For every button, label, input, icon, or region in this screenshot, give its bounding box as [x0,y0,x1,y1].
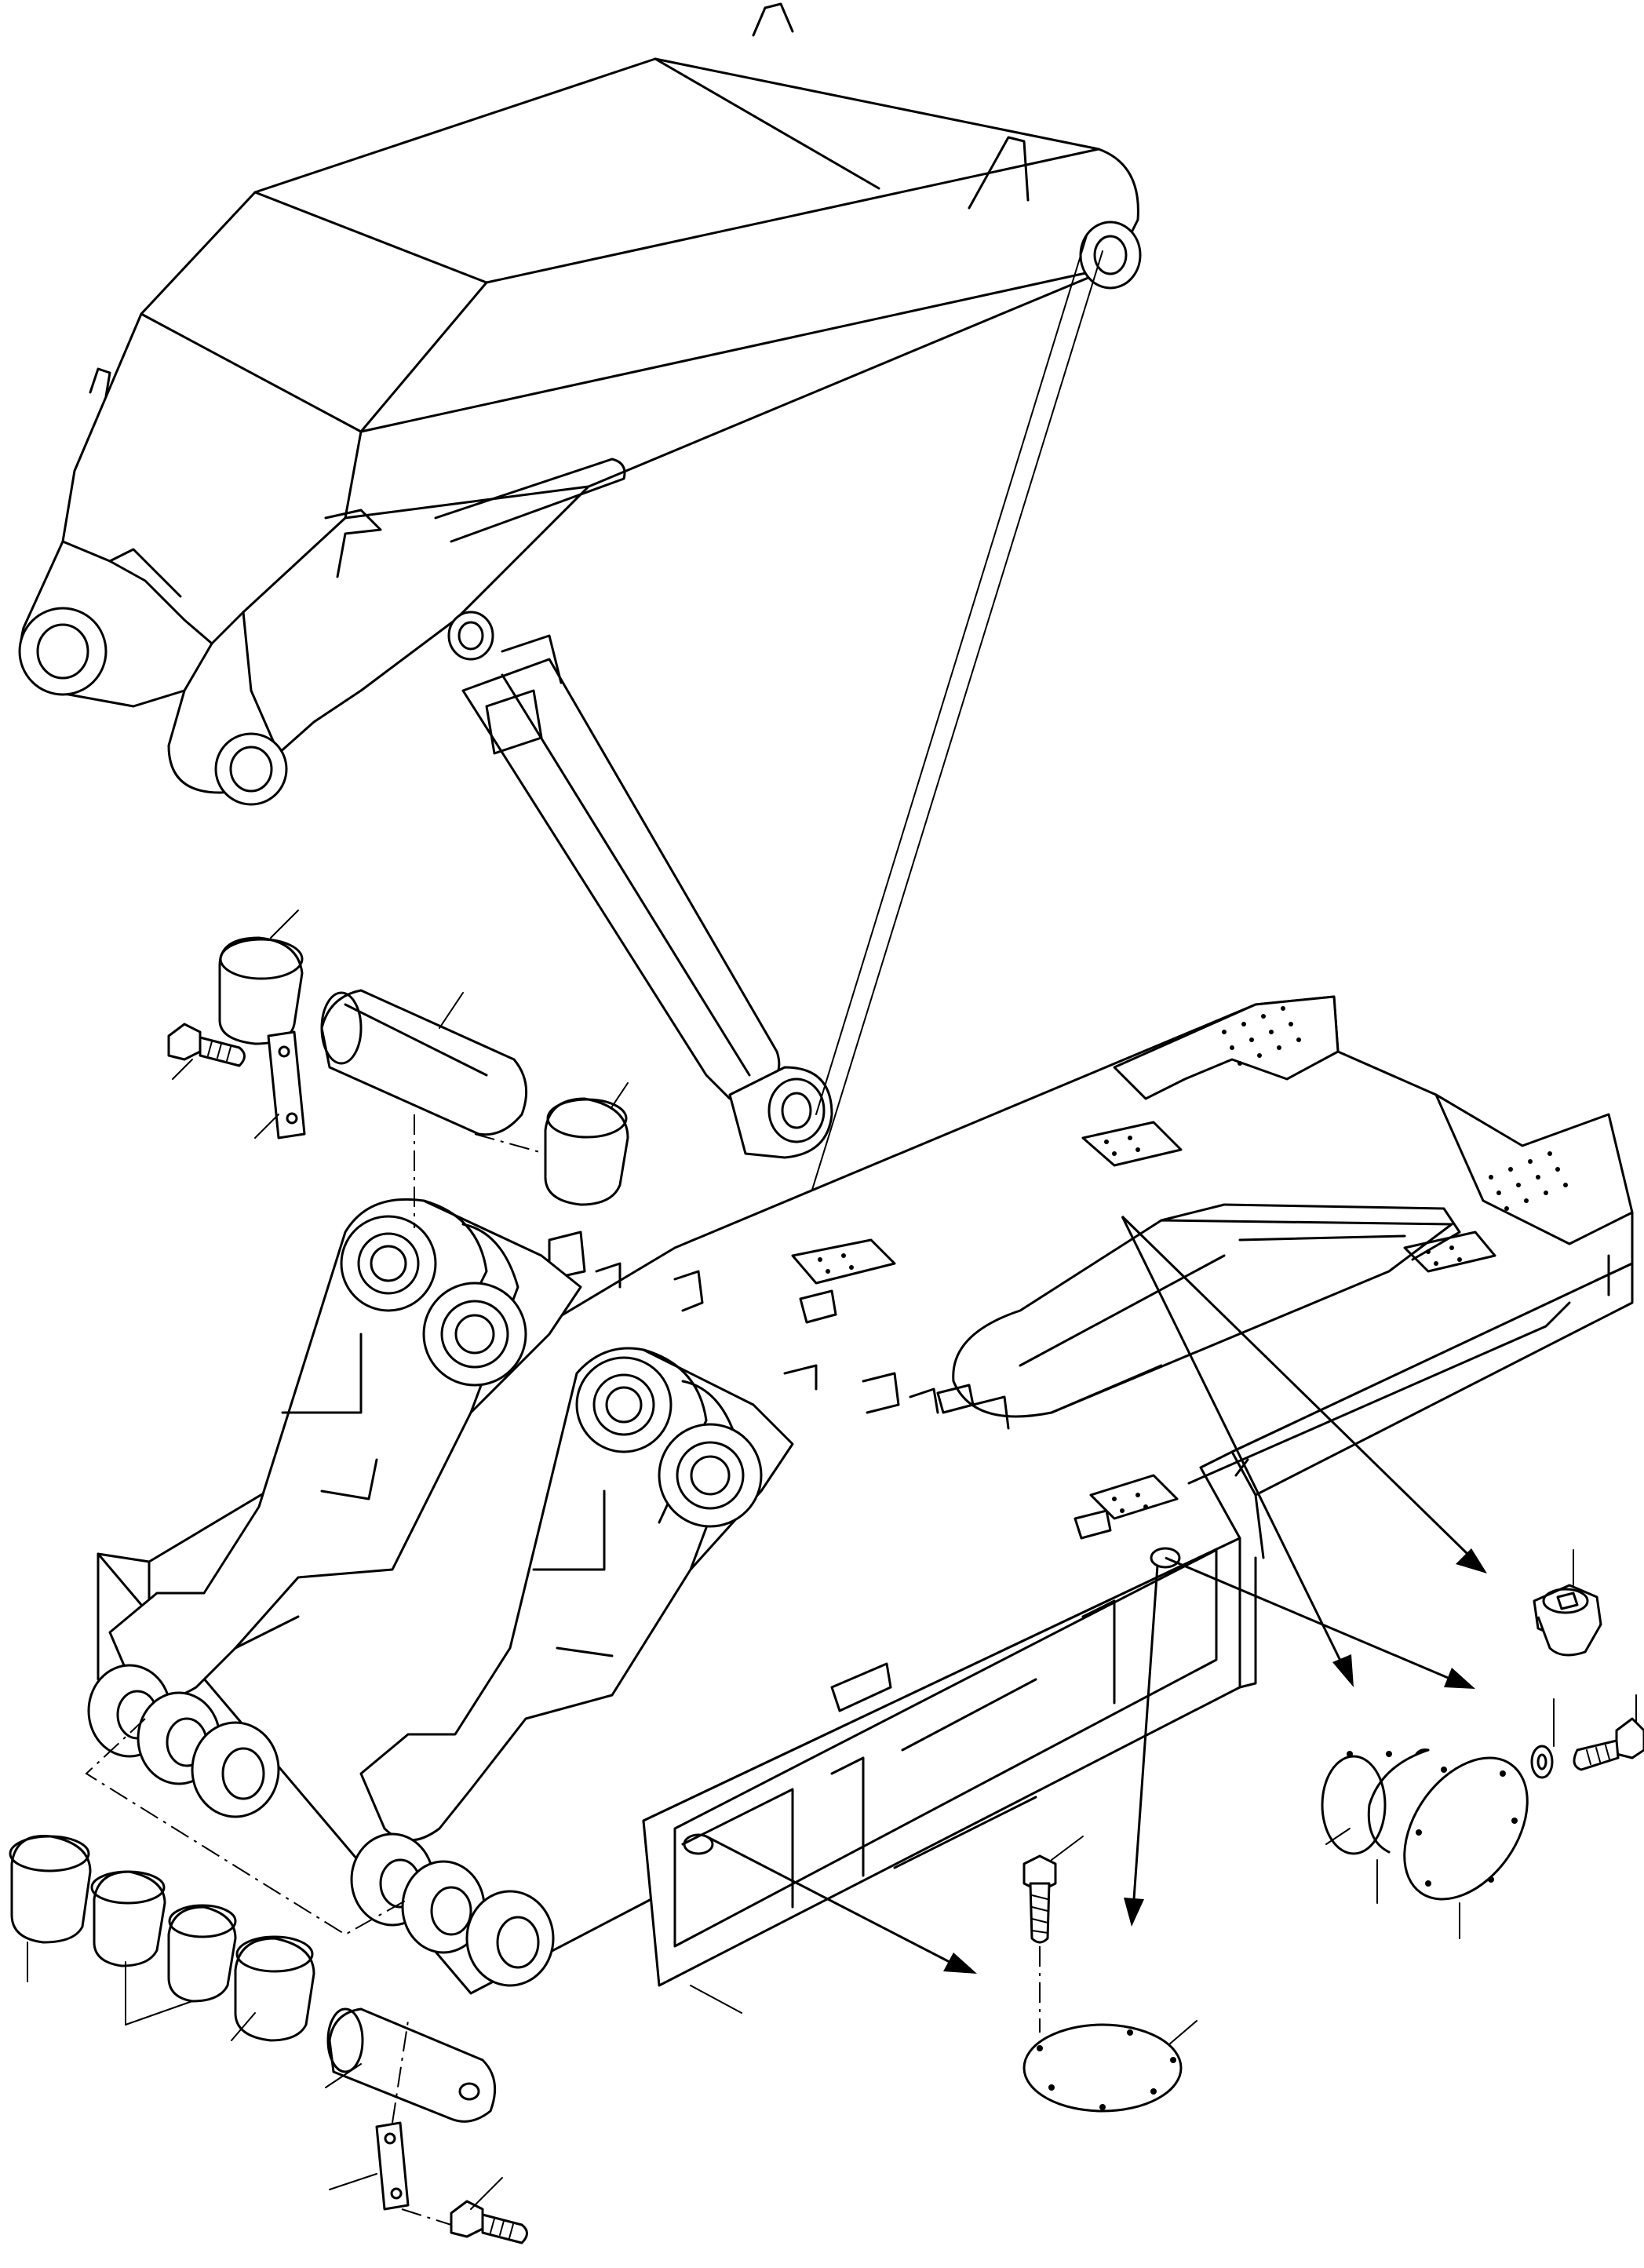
boom-mount-towers [87,1198,794,1987]
leader-line [815,235,1088,1115]
frame-cover-plate [1022,1836,1197,2113]
side-cover-assembly [1321,1694,1644,1939]
front-pin-set [167,910,629,1228]
boom [18,2,1142,806]
direction-arrows [705,1215,1487,1974]
leader-line [690,1985,742,2014]
frame-plug [1533,1549,1602,1657]
boom-cylinder [461,634,833,1159]
pad-holes [818,1006,1568,1513]
rear-pin-set [9,1718,528,2244]
